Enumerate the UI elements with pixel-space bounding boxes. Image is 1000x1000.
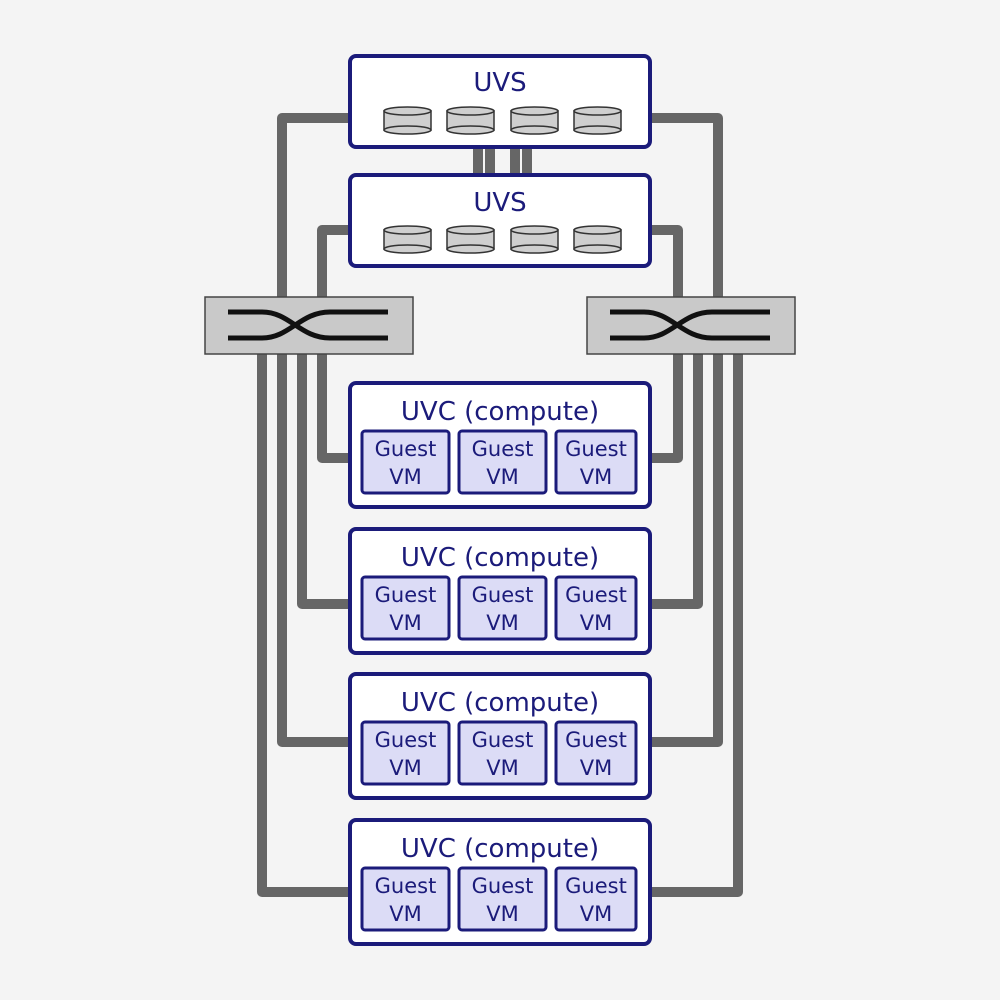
guest-vm: Guest VM xyxy=(554,575,638,641)
uvc-node-label: UVC (compute) xyxy=(401,834,599,864)
guest-vm-label-line1: Guest xyxy=(472,583,534,607)
guest-vm: Guest VM xyxy=(457,866,548,932)
guest-vm-label-line2: VM xyxy=(580,756,612,780)
guest-vm: Guest VM xyxy=(457,429,548,495)
guest-vm-label-line1: Guest xyxy=(472,728,534,752)
guest-vm: Guest VM xyxy=(360,429,451,495)
guest-vm: Guest VM xyxy=(457,720,548,786)
right-switch xyxy=(586,296,796,355)
guest-vm-label-line2: VM xyxy=(389,756,421,780)
guest-vm-label-line1: Guest xyxy=(472,874,534,898)
guest-vm-label-line1: Guest xyxy=(472,437,534,461)
wire-uvs2-right-switch xyxy=(650,225,683,300)
wire-right-switch-uvc4 xyxy=(650,353,743,897)
guest-vm: Guest VM xyxy=(457,575,548,641)
guest-vm-label-line2: VM xyxy=(580,465,612,489)
guest-vm: Guest VM xyxy=(554,720,638,786)
guest-vm-label-line2: VM xyxy=(486,611,518,635)
uvs-node-2: UVS xyxy=(348,173,652,268)
guest-vm-label-line1: Guest xyxy=(375,437,437,461)
wire-uvs1-left-switch xyxy=(277,113,350,300)
wire-left-switch-uvc1 xyxy=(317,353,350,463)
guest-vm-label-line1: Guest xyxy=(375,874,437,898)
guest-vm-label-line2: VM xyxy=(580,902,612,926)
disk-icon xyxy=(573,225,622,254)
uvc-node-3: UVC (compute) Guest VM Guest VM Guest VM xyxy=(348,672,652,800)
uvc-node-label: UVC (compute) xyxy=(401,688,599,718)
wire-left-switch-uvc3 xyxy=(277,353,350,747)
wire-right-switch-uvc3 xyxy=(650,353,723,747)
guest-vm-label-line2: VM xyxy=(389,902,421,926)
wire-uvs2-left-switch xyxy=(317,225,350,300)
disk-icon xyxy=(383,106,432,135)
wire-left-switch-uvc2 xyxy=(297,353,350,609)
disk-icon xyxy=(446,106,495,135)
guest-vm: Guest VM xyxy=(554,429,638,495)
guest-vm-label-line1: Guest xyxy=(375,728,437,752)
uvc-node-label: UVC (compute) xyxy=(401,397,599,427)
disk-icon xyxy=(446,225,495,254)
guest-vm-label-line1: Guest xyxy=(565,583,627,607)
guest-vm-label-line2: VM xyxy=(486,465,518,489)
uvc-node-1: UVC (compute) Guest VM Guest VM Guest VM xyxy=(348,381,652,509)
guest-vm: Guest VM xyxy=(360,575,451,641)
wire-uvs1-right-switch xyxy=(650,113,723,300)
guest-vm-label-line2: VM xyxy=(486,756,518,780)
guest-vm: Guest VM xyxy=(554,866,638,932)
uvs-node-label: UVS xyxy=(473,188,526,218)
guest-vm-label-line1: Guest xyxy=(565,728,627,752)
guest-vm-label-line2: VM xyxy=(389,465,421,489)
uvc-node-4: UVC (compute) Guest VM Guest VM Guest VM xyxy=(348,818,652,946)
left-switch xyxy=(204,296,414,355)
wire-right-switch-uvc1 xyxy=(650,353,683,463)
guest-vm-label-line2: VM xyxy=(486,902,518,926)
guest-vm-label-line1: Guest xyxy=(565,437,627,461)
disk-icon xyxy=(383,225,432,254)
uvc-node-label: UVC (compute) xyxy=(401,543,599,573)
guest-vm: Guest VM xyxy=(360,866,451,932)
guest-vm-label-line2: VM xyxy=(389,611,421,635)
connection-wires xyxy=(257,113,743,897)
disk-icon xyxy=(510,106,559,135)
guest-vm: Guest VM xyxy=(360,720,451,786)
disk-icon xyxy=(510,225,559,254)
wire-right-switch-uvc2 xyxy=(650,353,703,609)
uvs-node-label: UVS xyxy=(473,68,526,98)
wire-left-switch-uvc4 xyxy=(257,353,350,897)
guest-vm-label-line2: VM xyxy=(580,611,612,635)
guest-vm-label-line1: Guest xyxy=(565,874,627,898)
disk-icon xyxy=(573,106,622,135)
uvc-node-2: UVC (compute) Guest VM Guest VM Guest VM xyxy=(348,527,652,655)
guest-vm-label-line1: Guest xyxy=(375,583,437,607)
uvs-node-1: UVS xyxy=(348,54,652,149)
